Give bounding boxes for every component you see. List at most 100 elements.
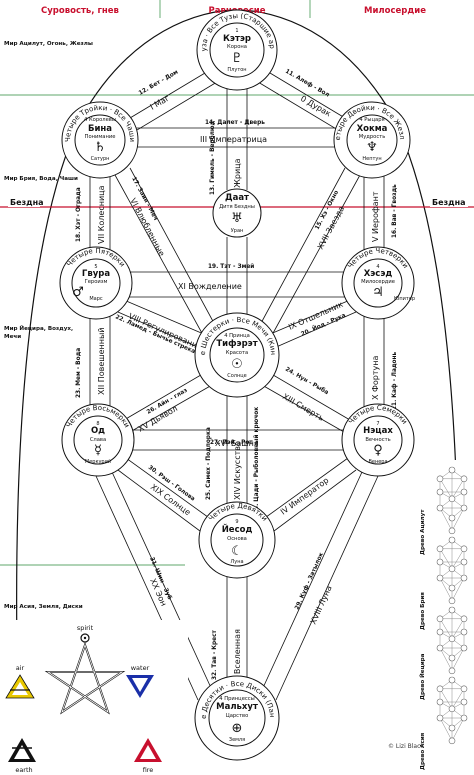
- path-letter-25: 25. Самех - Подпорка: [206, 427, 212, 500]
- world-label-assiah: Мир Асия, Земля, Диски: [4, 604, 83, 610]
- mars-icon: ♂: [72, 285, 84, 300]
- title-yesod: Основа: [227, 536, 247, 542]
- element-label-fire: fire: [143, 766, 154, 774]
- mini-tree-node: [436, 545, 444, 553]
- num-netzah: 7: [376, 421, 379, 427]
- mini-tree-node: [448, 584, 456, 592]
- path-card-30: XIX Солнце: [149, 482, 192, 517]
- mini-tree-node: [448, 705, 456, 713]
- path-card-13: II Жрица: [233, 158, 242, 195]
- element-label-earth: earth: [15, 766, 32, 774]
- path-letter-19: 19. Тэт - Змей: [208, 263, 254, 270]
- path-card-28: IV Император: [279, 476, 331, 517]
- path-letter-11: 11. Алеф - Вол: [284, 68, 331, 99]
- path-letter-16: 16. Вав - Гвоздь: [392, 184, 398, 238]
- path-letter-21: 21. Каф - Ладонь: [391, 351, 398, 410]
- path-card-14: III Императрица: [200, 135, 267, 144]
- sun-icon: ☉: [231, 357, 243, 372]
- mini-tree-node: [436, 504, 444, 512]
- planet-tiferet: Солнце: [227, 373, 247, 379]
- path-card-27: XVI Башня: [215, 439, 259, 448]
- sephirah-netzah: Четыре Семерки 7 Нэцах Вечность ♀ Венера: [341, 403, 415, 477]
- mini-tree-node: [448, 676, 456, 684]
- world-label-atziluth: Мир Ацилут, Огонь, Жезлы: [4, 41, 93, 47]
- tree-label-yetzirah: Древо Йецира: [418, 653, 426, 700]
- planet-gevurah: Марс: [89, 296, 103, 302]
- note-binah: 4 Королевы: [84, 117, 116, 123]
- mini-tree-path: [451, 717, 465, 741]
- planet-keter: Плутон: [227, 67, 246, 73]
- num-gevurah: 5: [94, 264, 97, 270]
- path-letter-28: 28. Цади - Рыболовный крючок: [253, 407, 260, 514]
- mini-tree-path: [439, 717, 453, 741]
- path-letter-24: 24. Нун - Рыба: [284, 366, 330, 397]
- mini-tree-path: [439, 618, 453, 639]
- mini-tree-node: [460, 488, 468, 496]
- name-hesed: Хэсэд: [364, 269, 393, 279]
- mini-tree-path: [439, 478, 453, 499]
- title-hokhmah: Мудрость: [359, 134, 386, 140]
- mini-tree-path: [451, 577, 465, 601]
- pillar-title-mercy: Милосердие: [364, 6, 426, 16]
- name-netzah: Нэцах: [363, 426, 393, 436]
- mini-tree-path: [451, 647, 465, 671]
- mini-tree-node: [448, 724, 456, 732]
- mini-tree-node: [460, 714, 468, 722]
- path-letter-27: 27. Пэй - Рот: [210, 439, 253, 446]
- mini-tree-node: [460, 545, 468, 553]
- mini-tree-node: [460, 644, 468, 652]
- sephirah-binah: Четыре Тройки · Все Чаши 4 Королевы Бина…: [61, 101, 139, 179]
- mini-tree-path: [439, 688, 453, 709]
- mini-tree-path: [451, 507, 465, 531]
- sephirah-yesod: Четыре Девятки 9 Йесод Основа ☾ Луна: [198, 501, 276, 579]
- pillar-title-severity: Суровость, гнев: [41, 6, 119, 16]
- path-letter-13: 13. Гимель - Верблюд: [209, 121, 216, 195]
- mini-tree-node: [460, 628, 468, 636]
- paths-layer: [89, 69, 385, 701]
- sephirah-hesed: Четыре Четверки 4 Хэсэд Милосердие ♃ Юпи…: [341, 246, 415, 320]
- world-label-briah: Мир Брия, Вода, Чаши: [4, 176, 78, 182]
- mini-tree-node: [448, 565, 456, 573]
- path-card-23: XII Повешенный: [97, 327, 106, 395]
- mini-tree-path: [439, 548, 453, 569]
- mini-tree-node: [436, 574, 444, 582]
- mercury-icon: ☿: [94, 443, 102, 458]
- mini-tree-node: [448, 737, 456, 745]
- element-label-air: air: [16, 664, 25, 672]
- world-label-yetzirah: Мир Йецира, Воздух, Мечи: [4, 324, 75, 340]
- mini-tree-node: [460, 615, 468, 623]
- earth-icon: ⊕: [232, 721, 243, 736]
- name-malkhut: Мальхут: [216, 702, 258, 712]
- planet-binah: Сатурн: [91, 156, 110, 162]
- mini-tree-path: [439, 507, 453, 531]
- mini-tree-node: [448, 466, 456, 474]
- planet-malkhut: Земля: [229, 737, 245, 743]
- abyss-label-right: Бездна: [432, 198, 466, 207]
- title-hod: Слава: [90, 437, 106, 443]
- mini-tree-node: [436, 698, 444, 706]
- num-hod: 8: [96, 421, 99, 427]
- title-tiferet: Красота: [226, 350, 248, 356]
- mini-tree-path: [439, 577, 453, 601]
- name-hod: Од: [91, 426, 105, 436]
- mini-tree-node: [448, 667, 456, 675]
- path-card-25: XIV Искусство: [233, 441, 242, 500]
- name-tiferet: Тифэрэт: [216, 339, 257, 349]
- path-card-29: XVIII Луна: [309, 584, 334, 626]
- element-label-spirit: spirit: [77, 624, 94, 632]
- mini-tree-node: [460, 475, 468, 483]
- mini-tree-node: [436, 714, 444, 722]
- mini-trees: [436, 466, 468, 745]
- title-binah: Понимание: [85, 134, 116, 140]
- pentagram-elements: spirit air water earth fire: [0, 620, 188, 775]
- saturn-icon: ♄: [94, 140, 106, 155]
- name-keter: Кэтэр: [223, 34, 251, 44]
- pluto-icon: ♇: [231, 51, 243, 66]
- sephirah-gevurah: Четыре Пятерки 5 Гвура Героизм ♂ Марс: [59, 246, 133, 320]
- mini-tree-node: [460, 698, 468, 706]
- note-tiferet: 4 Принца: [224, 333, 250, 339]
- mini-tree-node: [460, 685, 468, 693]
- path-card-32: XXI Вселенная: [233, 629, 242, 690]
- mini-tree-node: [460, 574, 468, 582]
- title-daat: Дитя Бездны: [219, 204, 255, 210]
